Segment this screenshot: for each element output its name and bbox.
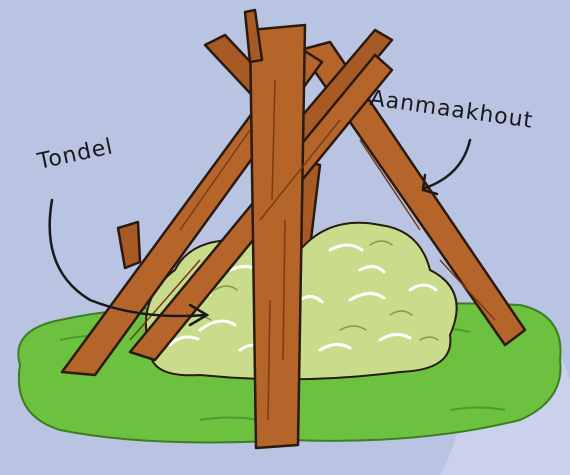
kindling-arrow bbox=[423, 140, 470, 194]
